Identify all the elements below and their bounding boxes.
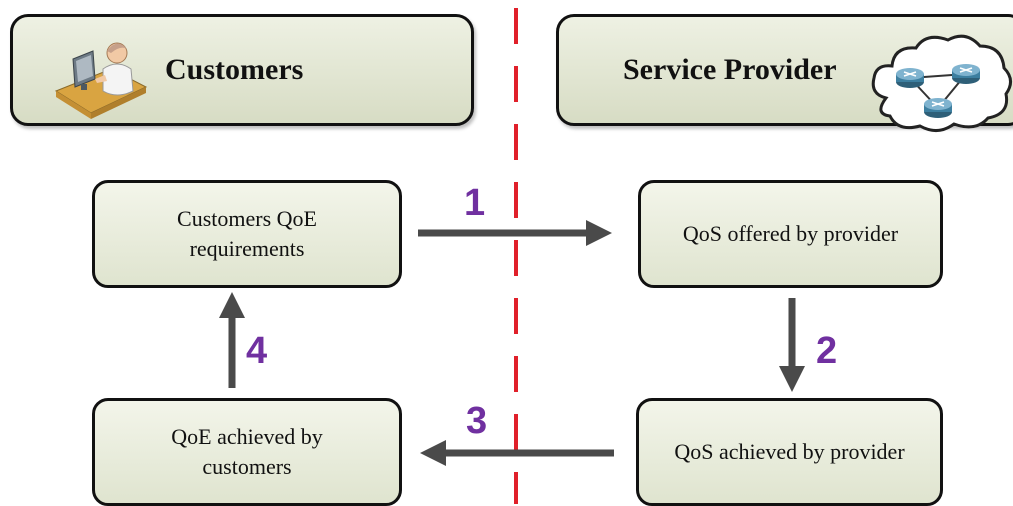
qoe-requirements-label: Customers QoE requirements [177, 206, 317, 261]
router-icon [896, 68, 924, 88]
arrow-step-2 [779, 298, 805, 392]
qos-achieved-label: QoS achieved by provider [674, 439, 905, 464]
qos-offered-box: QoS offered by provider [638, 180, 943, 288]
qos-offered-label: QoS offered by provider [682, 221, 899, 246]
qoe-achieved-box: QoE achieved by customers [92, 398, 402, 506]
step-3-number: 3 [466, 400, 488, 442]
step-4-number: 4 [246, 330, 268, 372]
customers-title: Customers [165, 53, 304, 86]
provider-title: Service Provider [623, 53, 837, 86]
qoe-requirements-box: Customers QoE requirements [92, 180, 402, 288]
arrow-step-4 [219, 292, 245, 388]
router-icon [952, 64, 980, 84]
arrow-step-1 [418, 220, 612, 246]
router-icon [924, 98, 952, 118]
step-2-number: 2 [816, 330, 838, 372]
arrow-step-3 [420, 440, 614, 466]
network-cloud-icon [871, 34, 1012, 132]
step-1-number: 1 [464, 182, 486, 224]
qoe-achieved-label: QoE achieved by customers [171, 424, 323, 479]
customers-header: Customers [10, 14, 474, 126]
qos-achieved-box: QoS achieved by provider [636, 398, 943, 506]
person-at-computer-icon [54, 42, 148, 119]
